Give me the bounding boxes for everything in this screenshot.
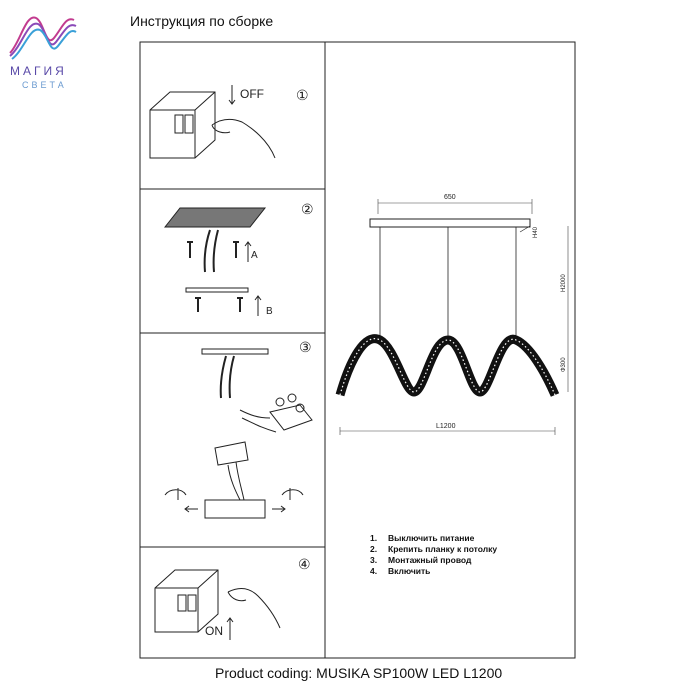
dim-total-height: H2000 xyxy=(561,274,567,292)
on-label: ON xyxy=(205,624,223,638)
logo-word: МАГИЯ xyxy=(10,64,67,78)
screw-icon xyxy=(233,241,239,258)
list-item: 3.Монтажный провод xyxy=(370,555,472,565)
canopy-box xyxy=(204,499,266,519)
product-coding: Product coding: MUSIKA SP100W LED L1200 xyxy=(215,665,503,681)
arrow-left-icon xyxy=(184,505,198,513)
hand-icon xyxy=(227,588,281,629)
outer-frame xyxy=(139,41,576,659)
panel-step-3: ③ xyxy=(164,339,313,519)
list-item: 1.Выключить питание xyxy=(370,533,475,543)
ceiling-bar xyxy=(369,218,531,228)
canopy-plate xyxy=(201,348,269,355)
arrow-up-icon xyxy=(244,241,252,262)
terminal-block-icon xyxy=(269,404,313,431)
screw-icon xyxy=(195,297,201,312)
rotate-left-icon xyxy=(164,488,187,500)
screw-icon xyxy=(187,241,193,258)
step-number-1: ① xyxy=(296,87,309,103)
product-drawing: 650 H40 H2000 Ф300 L1200 xyxy=(335,194,569,435)
dim-module-height: Ф300 xyxy=(561,357,567,372)
switch-box-icon xyxy=(154,569,219,633)
panel-step-2: A B ② xyxy=(163,201,314,317)
page-title: Инструкция по сборке xyxy=(130,13,274,29)
label-b: B xyxy=(266,306,273,317)
panel-step-4: ON ④ xyxy=(154,556,311,640)
switch-box-icon xyxy=(149,91,216,159)
connector-icon xyxy=(214,441,249,466)
off-label: OFF xyxy=(240,87,264,101)
dim-length: L1200 xyxy=(436,423,456,430)
arrow-up-icon xyxy=(254,295,262,316)
instruction-list: 1.Выключить питание 2.Крепить планку к п… xyxy=(370,533,497,577)
logo-subtitle: СВЕТА xyxy=(22,80,67,90)
list-item: 2.Крепить планку к потолку xyxy=(370,544,498,554)
cable-4 xyxy=(228,355,235,399)
mounting-plate xyxy=(185,287,249,293)
arrow-up-icon xyxy=(226,617,234,640)
step-number-3: ③ xyxy=(299,339,312,355)
wave-led-body xyxy=(335,334,560,397)
label-a: A xyxy=(251,250,258,261)
ceiling-hatch xyxy=(163,207,267,228)
hand-icon xyxy=(211,118,276,159)
panel-step-1: OFF ① xyxy=(149,85,309,159)
step-number-4: ④ xyxy=(298,556,311,572)
cable-2 xyxy=(212,229,219,273)
cable-1 xyxy=(203,229,211,273)
arrow-down-icon xyxy=(228,85,236,105)
rotate-right-icon xyxy=(281,488,304,500)
screw-icon xyxy=(237,297,243,312)
step-number-2: ② xyxy=(301,201,314,217)
dim-height-top: H40 xyxy=(533,226,539,238)
logo-mark xyxy=(9,16,77,60)
arrow-right-icon xyxy=(272,505,286,513)
list-item: 4.Включить xyxy=(370,566,431,576)
cable-3 xyxy=(219,355,227,399)
dim-width: 650 xyxy=(444,194,456,201)
